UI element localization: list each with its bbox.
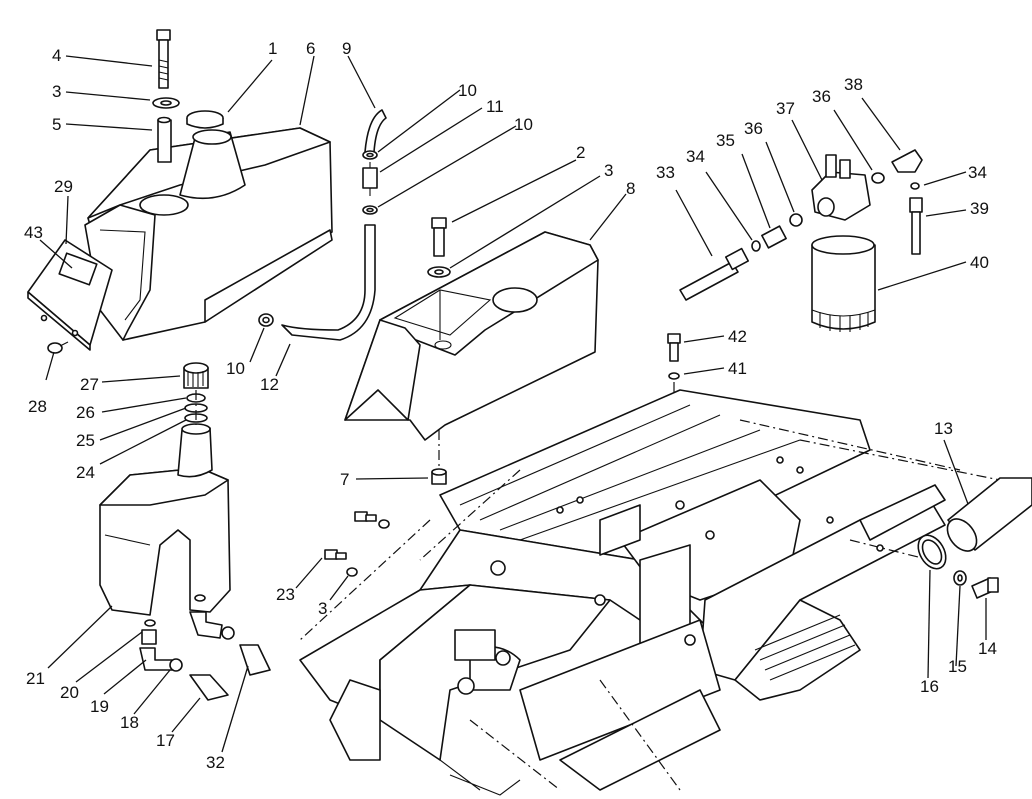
callout-4: 4: [52, 46, 61, 65]
clamp-10-lower: [362, 205, 378, 215]
clamp-10-left: [258, 313, 274, 327]
callout-38: 38: [844, 75, 863, 94]
bolt-42: [667, 333, 681, 362]
callout-29: 29: [54, 177, 73, 196]
callout-39: 39: [970, 199, 989, 218]
callout-43: 43: [24, 223, 43, 242]
washer-3-mid: [427, 266, 451, 278]
hose-32: [239, 644, 271, 676]
callout-41: 41: [728, 359, 747, 378]
screw-upper: [354, 511, 390, 529]
inline-filter-11: [362, 162, 378, 196]
callout-21: 21: [26, 669, 45, 688]
callout-27: 27: [80, 375, 99, 394]
callout-10b: 10: [514, 115, 533, 134]
washer-34-left: [751, 240, 761, 252]
callout-40: 40: [970, 253, 989, 272]
callout-23: 23: [276, 585, 295, 604]
bolt-4: [156, 29, 171, 89]
callout-2: 2: [576, 143, 585, 162]
callout-labels: 1 2 3 3 3 4 5 6 7 8 9 10 10 10 11 12 13 …: [24, 39, 997, 772]
hose-39: [909, 197, 923, 255]
bushing-7: [431, 468, 447, 485]
callout-3b: 3: [604, 161, 613, 180]
washer-15: [953, 570, 967, 586]
callout-34a: 34: [686, 147, 705, 166]
bolt-2: [431, 217, 447, 257]
washer-41: [668, 372, 680, 380]
filter-head-37: [811, 154, 871, 221]
callout-14: 14: [978, 639, 997, 658]
clamp-18: [169, 658, 183, 672]
knob-28: [47, 341, 69, 354]
callout-19: 19: [90, 697, 109, 716]
callout-18: 18: [120, 713, 139, 732]
clamp-16: [917, 534, 947, 570]
bracket-29: [27, 239, 113, 351]
callout-8: 8: [626, 179, 635, 198]
callout-11: 11: [486, 97, 504, 116]
cap-27: [183, 362, 209, 389]
callout-7: 7: [340, 470, 349, 489]
hose-33: [679, 247, 750, 301]
callout-17: 17: [156, 731, 175, 750]
callout-9: 9: [342, 39, 351, 58]
tube-13: [946, 477, 1032, 552]
oring-36-left: [789, 213, 803, 227]
oring-36-right: [871, 172, 885, 184]
callout-24: 24: [76, 463, 95, 482]
callout-26: 26: [76, 403, 95, 422]
clamp-10-upper: [362, 150, 378, 160]
callout-37: 37: [776, 99, 795, 118]
callout-28: 28: [28, 397, 47, 416]
hose-17: [189, 674, 229, 701]
callout-3a: 3: [52, 82, 61, 101]
spacer-5: [157, 116, 172, 163]
fitting-20: [141, 619, 157, 645]
callout-42: 42: [728, 327, 747, 346]
callout-32: 32: [206, 753, 225, 772]
fuel-tank-center: [344, 231, 599, 441]
washer-3-low: [346, 567, 358, 577]
callout-5: 5: [52, 115, 61, 134]
callout-6: 6: [306, 39, 315, 58]
bolt-14: [971, 577, 999, 599]
callout-3c: 3: [318, 599, 327, 618]
callout-20: 20: [60, 683, 79, 702]
callout-10a: 10: [458, 81, 477, 100]
callout-34b: 34: [968, 163, 987, 182]
elbow-19: [139, 647, 173, 671]
leader-lines: [39, 55, 987, 753]
oil-filter-40: [811, 235, 876, 332]
callout-36b: 36: [812, 87, 831, 106]
callout-12: 12: [260, 375, 279, 394]
hose-12: [281, 224, 376, 341]
callout-35: 35: [716, 131, 735, 150]
elbow-38: [891, 149, 923, 173]
frame-assembly: [299, 389, 1001, 796]
washer-3-top: [152, 97, 180, 109]
fuel-tank-lower: [99, 423, 231, 616]
callout-13: 13: [934, 419, 953, 438]
fuel-cap-1: [186, 110, 224, 129]
callout-10c: 10: [226, 359, 245, 378]
callout-16: 16: [920, 677, 939, 696]
washer-34-right: [910, 182, 920, 190]
fitting-35: [761, 225, 787, 249]
hose-9: [364, 109, 387, 153]
elbow-right: [189, 594, 235, 640]
callout-25: 25: [76, 431, 95, 450]
callout-36a: 36: [744, 119, 763, 138]
callout-15: 15: [948, 657, 967, 676]
callout-1: 1: [268, 39, 277, 58]
fuel-tank-upper: [84, 127, 333, 341]
screw-23: [324, 549, 347, 560]
callout-33: 33: [656, 163, 675, 182]
